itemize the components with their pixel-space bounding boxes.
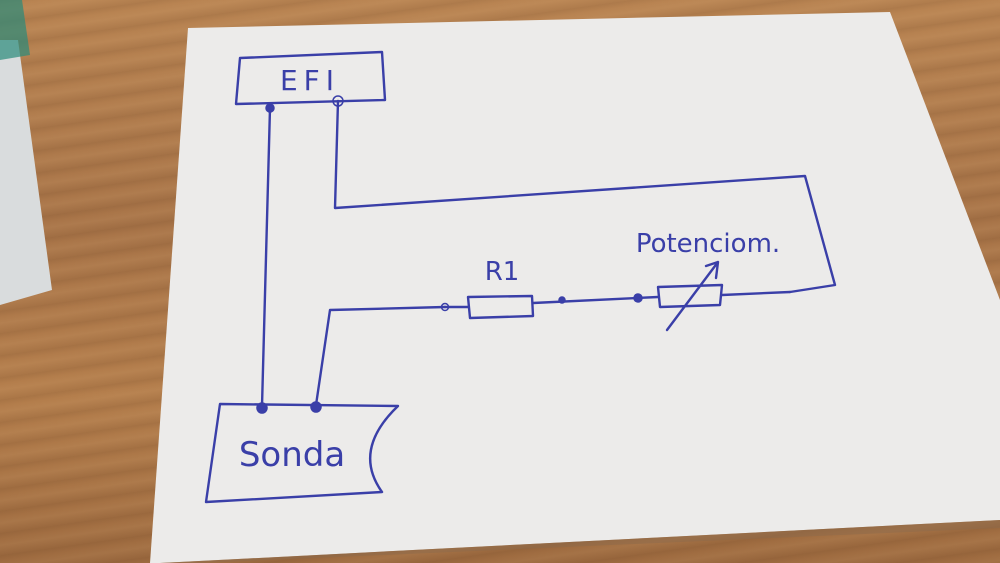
potentiometer-label: Potenciom. <box>636 229 780 259</box>
paper-shadow <box>160 520 1000 563</box>
sonda-block <box>204 402 400 504</box>
resistor-r1 <box>466 294 535 320</box>
wire-pot-to-loop <box>720 290 792 297</box>
junction-r1-left <box>440 302 450 312</box>
junction-r1-right <box>558 296 566 304</box>
sonda-label: Sonda <box>239 435 345 475</box>
wire-efi-to-sonda <box>260 106 272 408</box>
sonda-terminal-right <box>310 401 322 413</box>
background-paper-edge <box>0 0 30 60</box>
efi-block <box>234 50 387 106</box>
resistor-label: R1 <box>485 257 520 287</box>
efi-label: EFI <box>280 64 340 97</box>
wire-sonda-to-r1 <box>314 305 447 407</box>
efi-terminal-right <box>332 95 344 107</box>
sonda-terminal-left <box>256 402 268 414</box>
junction-pot-left <box>633 293 643 303</box>
wire-efi-loop <box>333 99 837 294</box>
background-paper-sheet <box>0 40 52 305</box>
paper-sheet <box>150 12 1000 563</box>
efi-terminal-left <box>265 103 275 113</box>
potentiometer-arrow <box>665 260 720 332</box>
